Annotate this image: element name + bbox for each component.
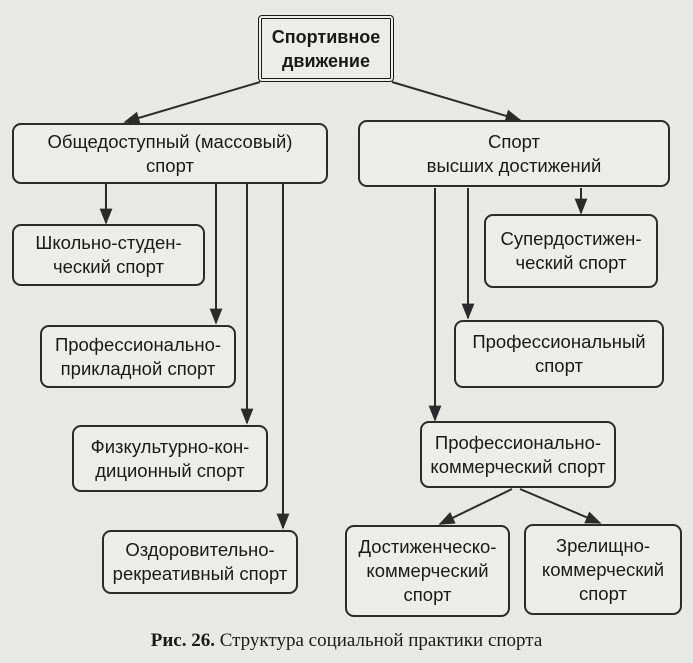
node-health-recreational-sport: Оздоровительно- рекреативный спорт: [102, 530, 298, 594]
node-professional-applied-sport: Профессионально- прикладной спорт: [40, 325, 236, 388]
arrow-root-to-mass: [123, 81, 261, 125]
node-professional-sport: Профессиональный спорт: [454, 320, 664, 388]
arrow-procommercial-to-achievcommercial: [438, 488, 513, 525]
figure-caption-text: Структура социальной практики спорта: [214, 630, 543, 651]
node-super-achievement-sport: Супердостижен- ческий спорт: [484, 214, 658, 288]
arrow-root-to-elite: [391, 81, 522, 123]
node-school-student-sport: Школьно-студен- ческий спорт: [12, 224, 205, 286]
node-fitness-conditioning-sport: Физкультурно-кон- диционный спорт: [72, 425, 268, 492]
node-sport-movement: Спортивное движение: [258, 15, 394, 82]
figure-label: Рис. 26.: [150, 630, 215, 651]
node-spectacle-commercial-sport: Зрелищно- коммерческий спорт: [524, 524, 682, 615]
arrow-procommercial-to-spectacle: [519, 488, 602, 524]
node-professional-commercial-sport: Профессионально- коммерческий спорт: [420, 421, 616, 488]
node-elite-sport: Спорт высших достижений: [358, 120, 670, 187]
node-mass-sport: Общедоступный (массовый) спорт: [12, 123, 328, 184]
node-achievement-commercial-sport: Достиженческо- коммерческий спорт: [345, 525, 510, 617]
figure-caption: Рис. 26. Структура социальной практики с…: [0, 630, 693, 652]
